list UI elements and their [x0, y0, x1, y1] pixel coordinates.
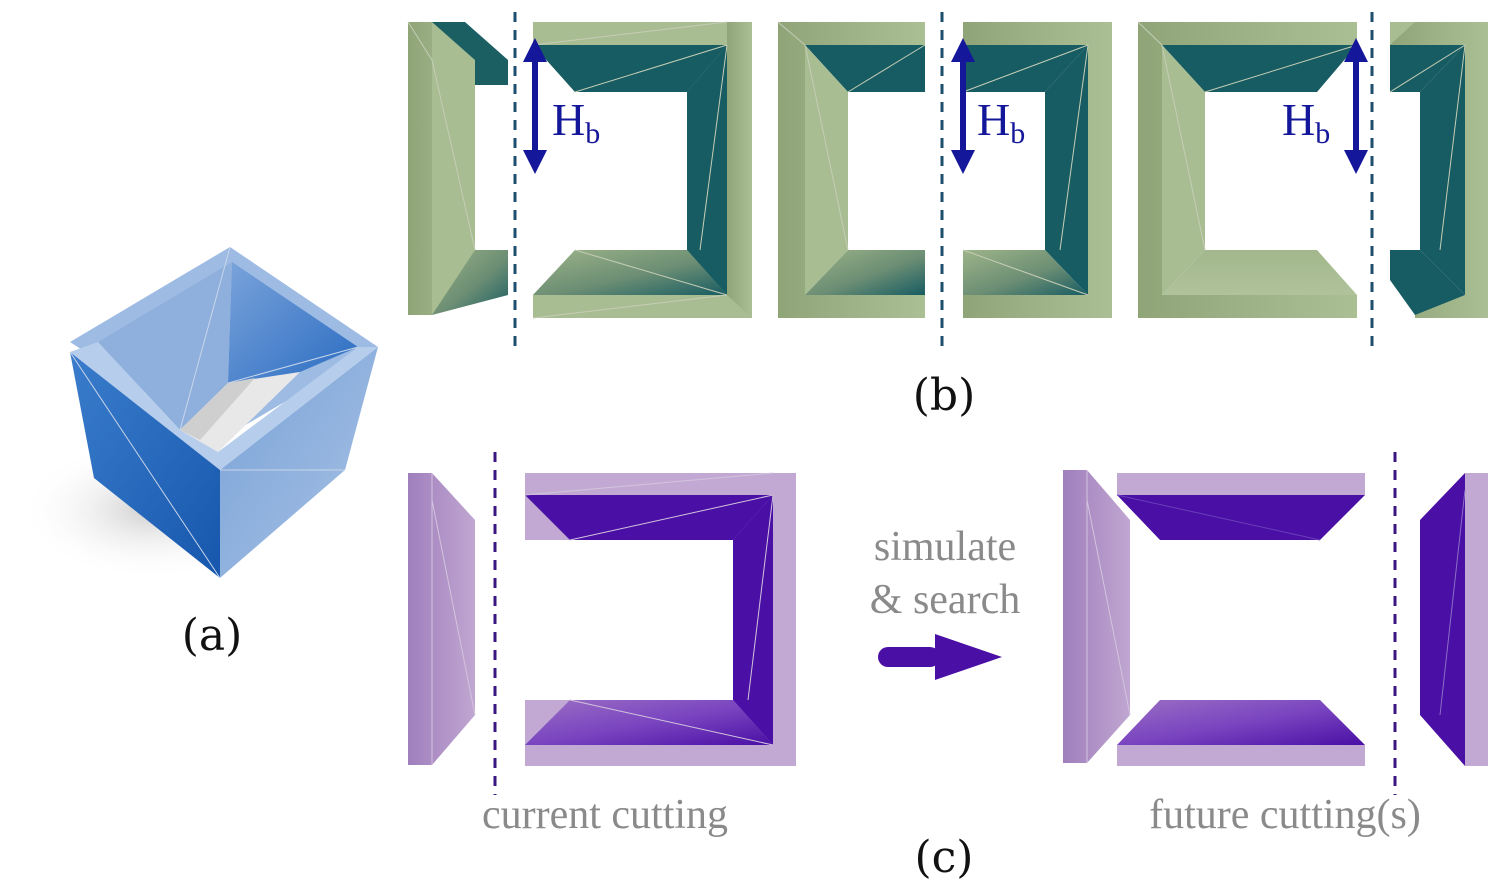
b3-left-piece	[1137, 21, 1358, 318]
c-current-cutting: current cutting	[408, 452, 796, 838]
c-arrow-label-line2: & search	[870, 577, 1020, 623]
b2-right-piece	[962, 22, 1112, 318]
c-left-piece	[408, 473, 476, 765]
b-config-2: Hb	[777, 12, 1112, 350]
c-arrow-label-line1: simulate	[874, 524, 1016, 570]
cube-right-face	[220, 347, 378, 578]
c-future-top-piece	[1116, 473, 1365, 541]
b3-height-label: Hb	[1282, 94, 1330, 150]
panel-b: Hb	[407, 12, 1488, 421]
c-right-arrow-icon	[878, 634, 1002, 680]
cube-inner-floor-shade	[180, 378, 255, 440]
panel-a-caption: (a)	[182, 610, 243, 661]
b2-left-piece	[777, 21, 926, 318]
c-simulate-search: simulate & search	[870, 524, 1020, 680]
panel-b-caption: (b)	[913, 370, 976, 421]
c-future-bottom-piece	[1117, 700, 1365, 766]
c-future-right-piece	[1420, 473, 1488, 766]
cube-inner-right-wall	[228, 262, 358, 383]
b-config-1: Hb	[407, 12, 752, 350]
c-future-label: future cutting(s)	[1149, 792, 1421, 838]
panel-c-caption: (c)	[915, 832, 974, 883]
b-config-3: Hb	[1137, 12, 1488, 350]
b3-right-piece	[1389, 22, 1488, 318]
b1-right-piece	[532, 21, 752, 319]
cube-inner-floor	[180, 372, 300, 452]
b2-height-label: Hb	[977, 94, 1025, 150]
c-current-label: current cutting	[482, 792, 728, 838]
c-right-piece	[524, 472, 796, 766]
cube-inner-front-rim	[70, 342, 378, 470]
panel-c: current cutting simulate & search	[408, 452, 1488, 883]
c-future-cutting: future cutting(s)	[1063, 452, 1488, 838]
b1-left-piece	[407, 21, 508, 315]
cube-inner-left-wall	[98, 262, 232, 430]
panel-a-cube: (a)	[20, 246, 378, 661]
b1-height-label: Hb	[552, 94, 600, 150]
c-future-left-piece	[1063, 470, 1131, 763]
